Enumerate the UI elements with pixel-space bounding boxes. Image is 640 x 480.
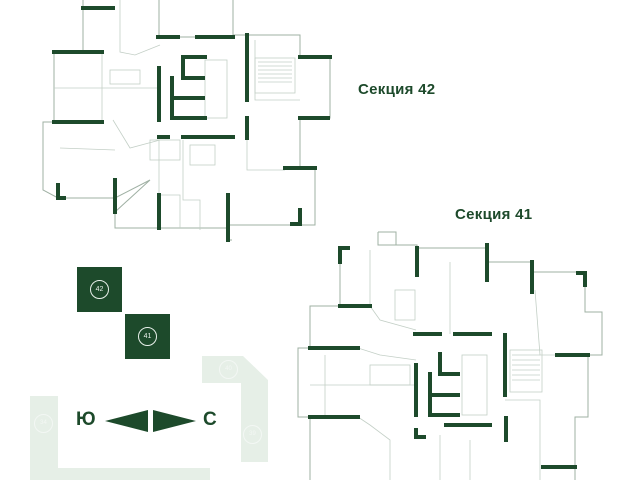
section-number: 41 [138, 327, 157, 346]
section-41-label: Секция 41 [455, 206, 533, 223]
key-section-42[interactable]: 42 [77, 267, 122, 312]
section-41-plan [297, 231, 603, 480]
section-42-plan [42, 0, 332, 242]
arrow-left-icon [105, 410, 148, 432]
key-section-34: 34 [34, 414, 53, 433]
key-section-41[interactable]: 41 [125, 314, 170, 359]
key-section-39: 39 [243, 425, 262, 444]
compass-south-label: Ю [76, 409, 96, 430]
section-42-label: Секция 42 [358, 81, 436, 98]
arrow-right-icon [153, 410, 196, 432]
section-number: 42 [90, 280, 109, 299]
compass-north-label: С [203, 409, 217, 430]
compass-arrows [105, 410, 196, 432]
key-section-40: 40 [219, 360, 238, 379]
